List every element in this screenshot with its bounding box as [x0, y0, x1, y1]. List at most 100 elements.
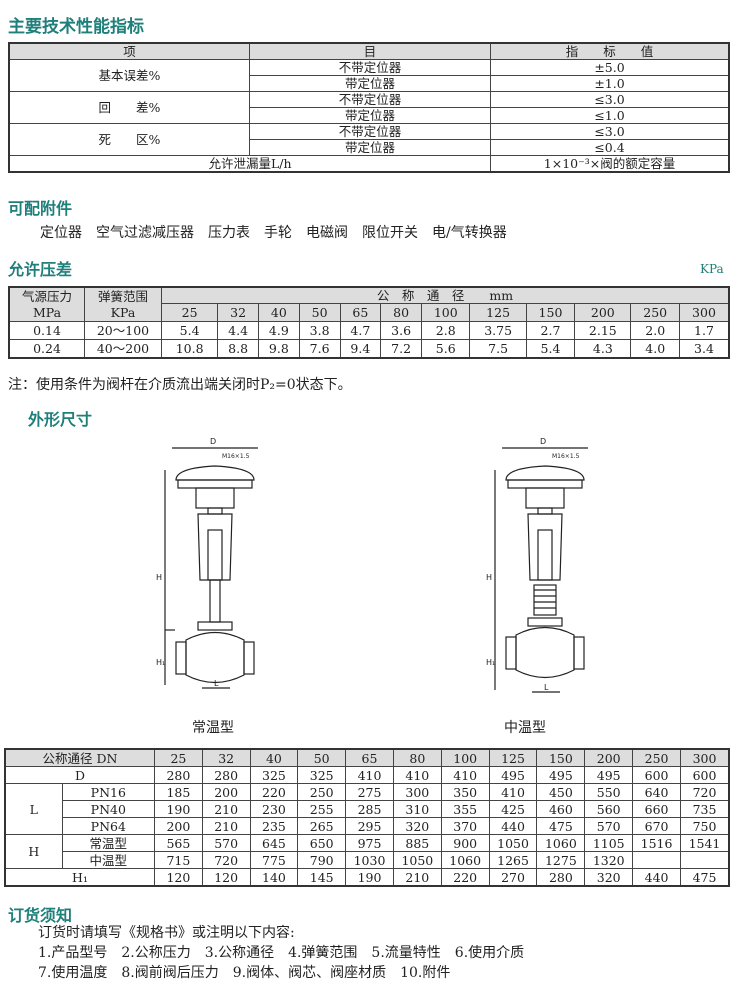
table-cell: 210 — [392, 868, 442, 887]
table-cell: 9.4 — [339, 339, 382, 359]
table-cell: 775 — [249, 851, 299, 869]
table-cell: 0.24 — [8, 339, 85, 359]
table-cell: 720 — [201, 851, 251, 869]
table-cell: 120 — [154, 868, 203, 887]
table-cell: D — [4, 766, 156, 784]
table-cell: 1030 — [345, 851, 394, 869]
header-text: KPa — [110, 304, 136, 320]
table-cell: 100 — [420, 303, 471, 322]
table-cell: 1105 — [584, 834, 634, 852]
table-cell: 3.8 — [298, 321, 341, 340]
table-cell: 10.8 — [160, 339, 219, 359]
table-cell: 5.6 — [420, 339, 471, 359]
table-cell: 5.4 — [160, 321, 219, 340]
table-cell: 410 — [392, 766, 442, 784]
table-cell: 4.9 — [258, 321, 300, 340]
table-cell: 基本误差% — [8, 59, 250, 92]
dims-title: 外形尺寸 — [28, 410, 93, 429]
table-row: 项目指 标 值 — [8, 42, 730, 60]
table-cell: 495 — [488, 766, 538, 784]
table-cell: PN16 — [61, 783, 156, 801]
table-cell: 310 — [392, 800, 442, 818]
table-cell: 370 — [440, 817, 490, 835]
table-cell: 715 — [154, 851, 203, 869]
table-cell: 5.4 — [525, 339, 576, 359]
table-cell: 560 — [584, 800, 634, 818]
table-cell: 650 — [297, 834, 347, 852]
table-cell: 3.6 — [380, 321, 422, 340]
table-cell: ≤3.0 — [490, 91, 730, 108]
table-cell: 570 — [584, 817, 634, 835]
table-cell: 300 — [678, 303, 730, 322]
table-cell: 440 — [632, 868, 681, 887]
table-cell: 200 — [574, 303, 632, 322]
table-cell: 公称通径 DN — [4, 748, 156, 767]
table-cell: 200 — [154, 817, 203, 835]
table-cell: 1060 — [536, 834, 586, 852]
table-cell: 235 — [249, 817, 299, 835]
table-row: 带定位器≤0.4 — [9, 139, 730, 156]
table-cell: 145 — [297, 868, 347, 887]
table-cell: 295 — [345, 817, 394, 835]
table-cell: 4.4 — [217, 321, 259, 340]
table-cell: 125 — [469, 303, 527, 322]
order-line: 订货时请填写《规格书》或注明以下内容: — [38, 925, 295, 941]
table-cell: 不带定位器 — [249, 91, 491, 108]
table-cell: 320 — [584, 868, 634, 887]
table-cell: 带定位器 — [249, 75, 491, 92]
table-cell: 350 — [440, 783, 490, 801]
table-row: 回 差%不带定位器≤3.0 — [8, 91, 730, 124]
table-cell: 50 — [298, 303, 341, 322]
table-cell: L — [4, 783, 63, 835]
table-cell: 600 — [632, 766, 681, 784]
header-text: 弹簧范围 — [97, 288, 148, 304]
table-cell: 275 — [345, 783, 394, 801]
table-cell: 425 — [488, 800, 538, 818]
table-cell: 270 — [488, 868, 538, 887]
table-cell: 允许泄漏量L/h — [8, 155, 491, 173]
table-cell: 150 — [536, 748, 586, 767]
table-cell: 指 标 值 — [490, 42, 730, 60]
table-cell: 900 — [440, 834, 490, 852]
table-cell: 不带定位器 — [249, 59, 491, 76]
table-cell: 1516 — [632, 834, 681, 852]
table-cell — [632, 851, 681, 869]
table-cell: 120 — [201, 868, 251, 887]
table-cell: 1275 — [536, 851, 586, 869]
table-row: 死 区%不带定位器≤3.0 — [8, 123, 730, 156]
table-cell: 2.7 — [525, 321, 576, 340]
table-cell: 50 — [297, 748, 347, 767]
table-cell: 885 — [392, 834, 442, 852]
table-cell: 带定位器 — [249, 107, 491, 124]
table-cell: 410 — [345, 766, 394, 784]
table-cell: 460 — [536, 800, 586, 818]
table-cell: 440 — [488, 817, 538, 835]
table-cell: 200 — [584, 748, 634, 767]
table-cell: 255 — [297, 800, 347, 818]
table-cell: 8.8 — [217, 339, 259, 359]
accessories-title: 可配附件 — [8, 199, 73, 218]
table-cell: 790 — [297, 851, 347, 869]
table-cell: 9.8 — [258, 339, 300, 359]
svg-text:H: H — [156, 573, 162, 582]
table-cell: 目 — [249, 42, 491, 60]
header-text: MPa — [32, 304, 62, 320]
table-cell: 25 — [154, 748, 203, 767]
table-cell: 2.8 — [420, 321, 471, 340]
table-cell: 40～200 — [84, 339, 162, 359]
table-cell: 325 — [297, 766, 347, 784]
svg-text:D: D — [210, 437, 216, 446]
table-cell: 355 — [440, 800, 490, 818]
table-cell: 1060 — [440, 851, 490, 869]
table-cell: 25 — [160, 303, 219, 322]
table-cell: ≤3.0 — [490, 123, 730, 140]
